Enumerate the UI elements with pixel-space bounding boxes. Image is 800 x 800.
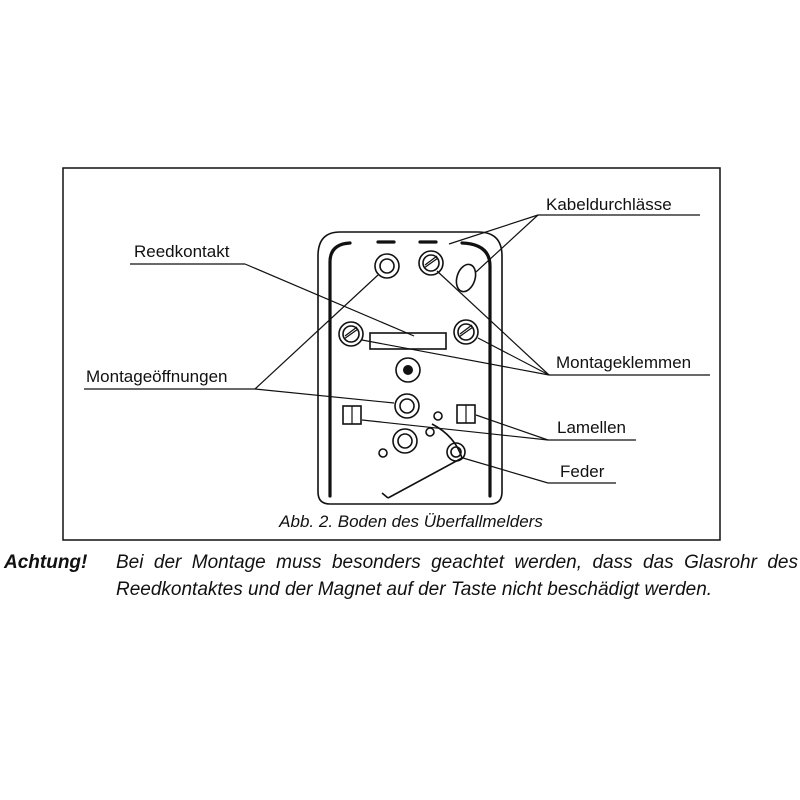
magnet-hole: [395, 357, 421, 383]
housing-right-wall: [460, 241, 492, 498]
mounting-hole-middle: [394, 393, 420, 419]
spring-pivot-inner: [450, 446, 462, 458]
magnet-dot: [403, 365, 413, 375]
warning-text: Bei der Montage muss besonders geachtet …: [116, 552, 798, 600]
housing-outline: [317, 231, 503, 505]
figure-caption: Abb. 2. Boden des Überfallmelders: [278, 512, 543, 531]
mounting-hole-top-inner: [379, 258, 395, 274]
spring: [381, 423, 463, 499]
small-pin: [433, 411, 443, 421]
small-hole-right: [425, 427, 435, 437]
warning-label: Achtung!: [4, 552, 88, 573]
label-kabeldurchlaesse: Kabeldurchlässe: [546, 195, 672, 214]
figure-frame: [62, 167, 721, 541]
label-lamellen: Lamellen: [557, 418, 626, 437]
lower-hole: [392, 428, 418, 454]
small-hole-left: [378, 448, 388, 458]
label-reedkontakt: Reedkontakt: [134, 242, 230, 261]
leader-lines: [84, 214, 710, 484]
lower-hole-inner: [397, 433, 413, 449]
terminal-screw-right: [453, 319, 479, 345]
lamella-right: [456, 404, 476, 424]
warning-note: Achtung! Bei der Montage muss besonders …: [4, 549, 798, 603]
reed-contact: [369, 332, 447, 350]
mounting-hole-top: [374, 253, 400, 279]
mounting-hole-middle-inner: [399, 398, 415, 414]
label-montageklemmen: Montageklemmen: [556, 353, 691, 372]
terminal-screw-left: [338, 321, 364, 347]
cable-passage-oval: [455, 263, 477, 293]
housing-left-wall: [328, 241, 352, 498]
terminal-screw-top: [418, 250, 444, 276]
label-feder: Feder: [560, 462, 605, 481]
label-montageoeffnungen: Montageöffnungen: [86, 367, 227, 386]
lamella-left: [342, 405, 362, 425]
